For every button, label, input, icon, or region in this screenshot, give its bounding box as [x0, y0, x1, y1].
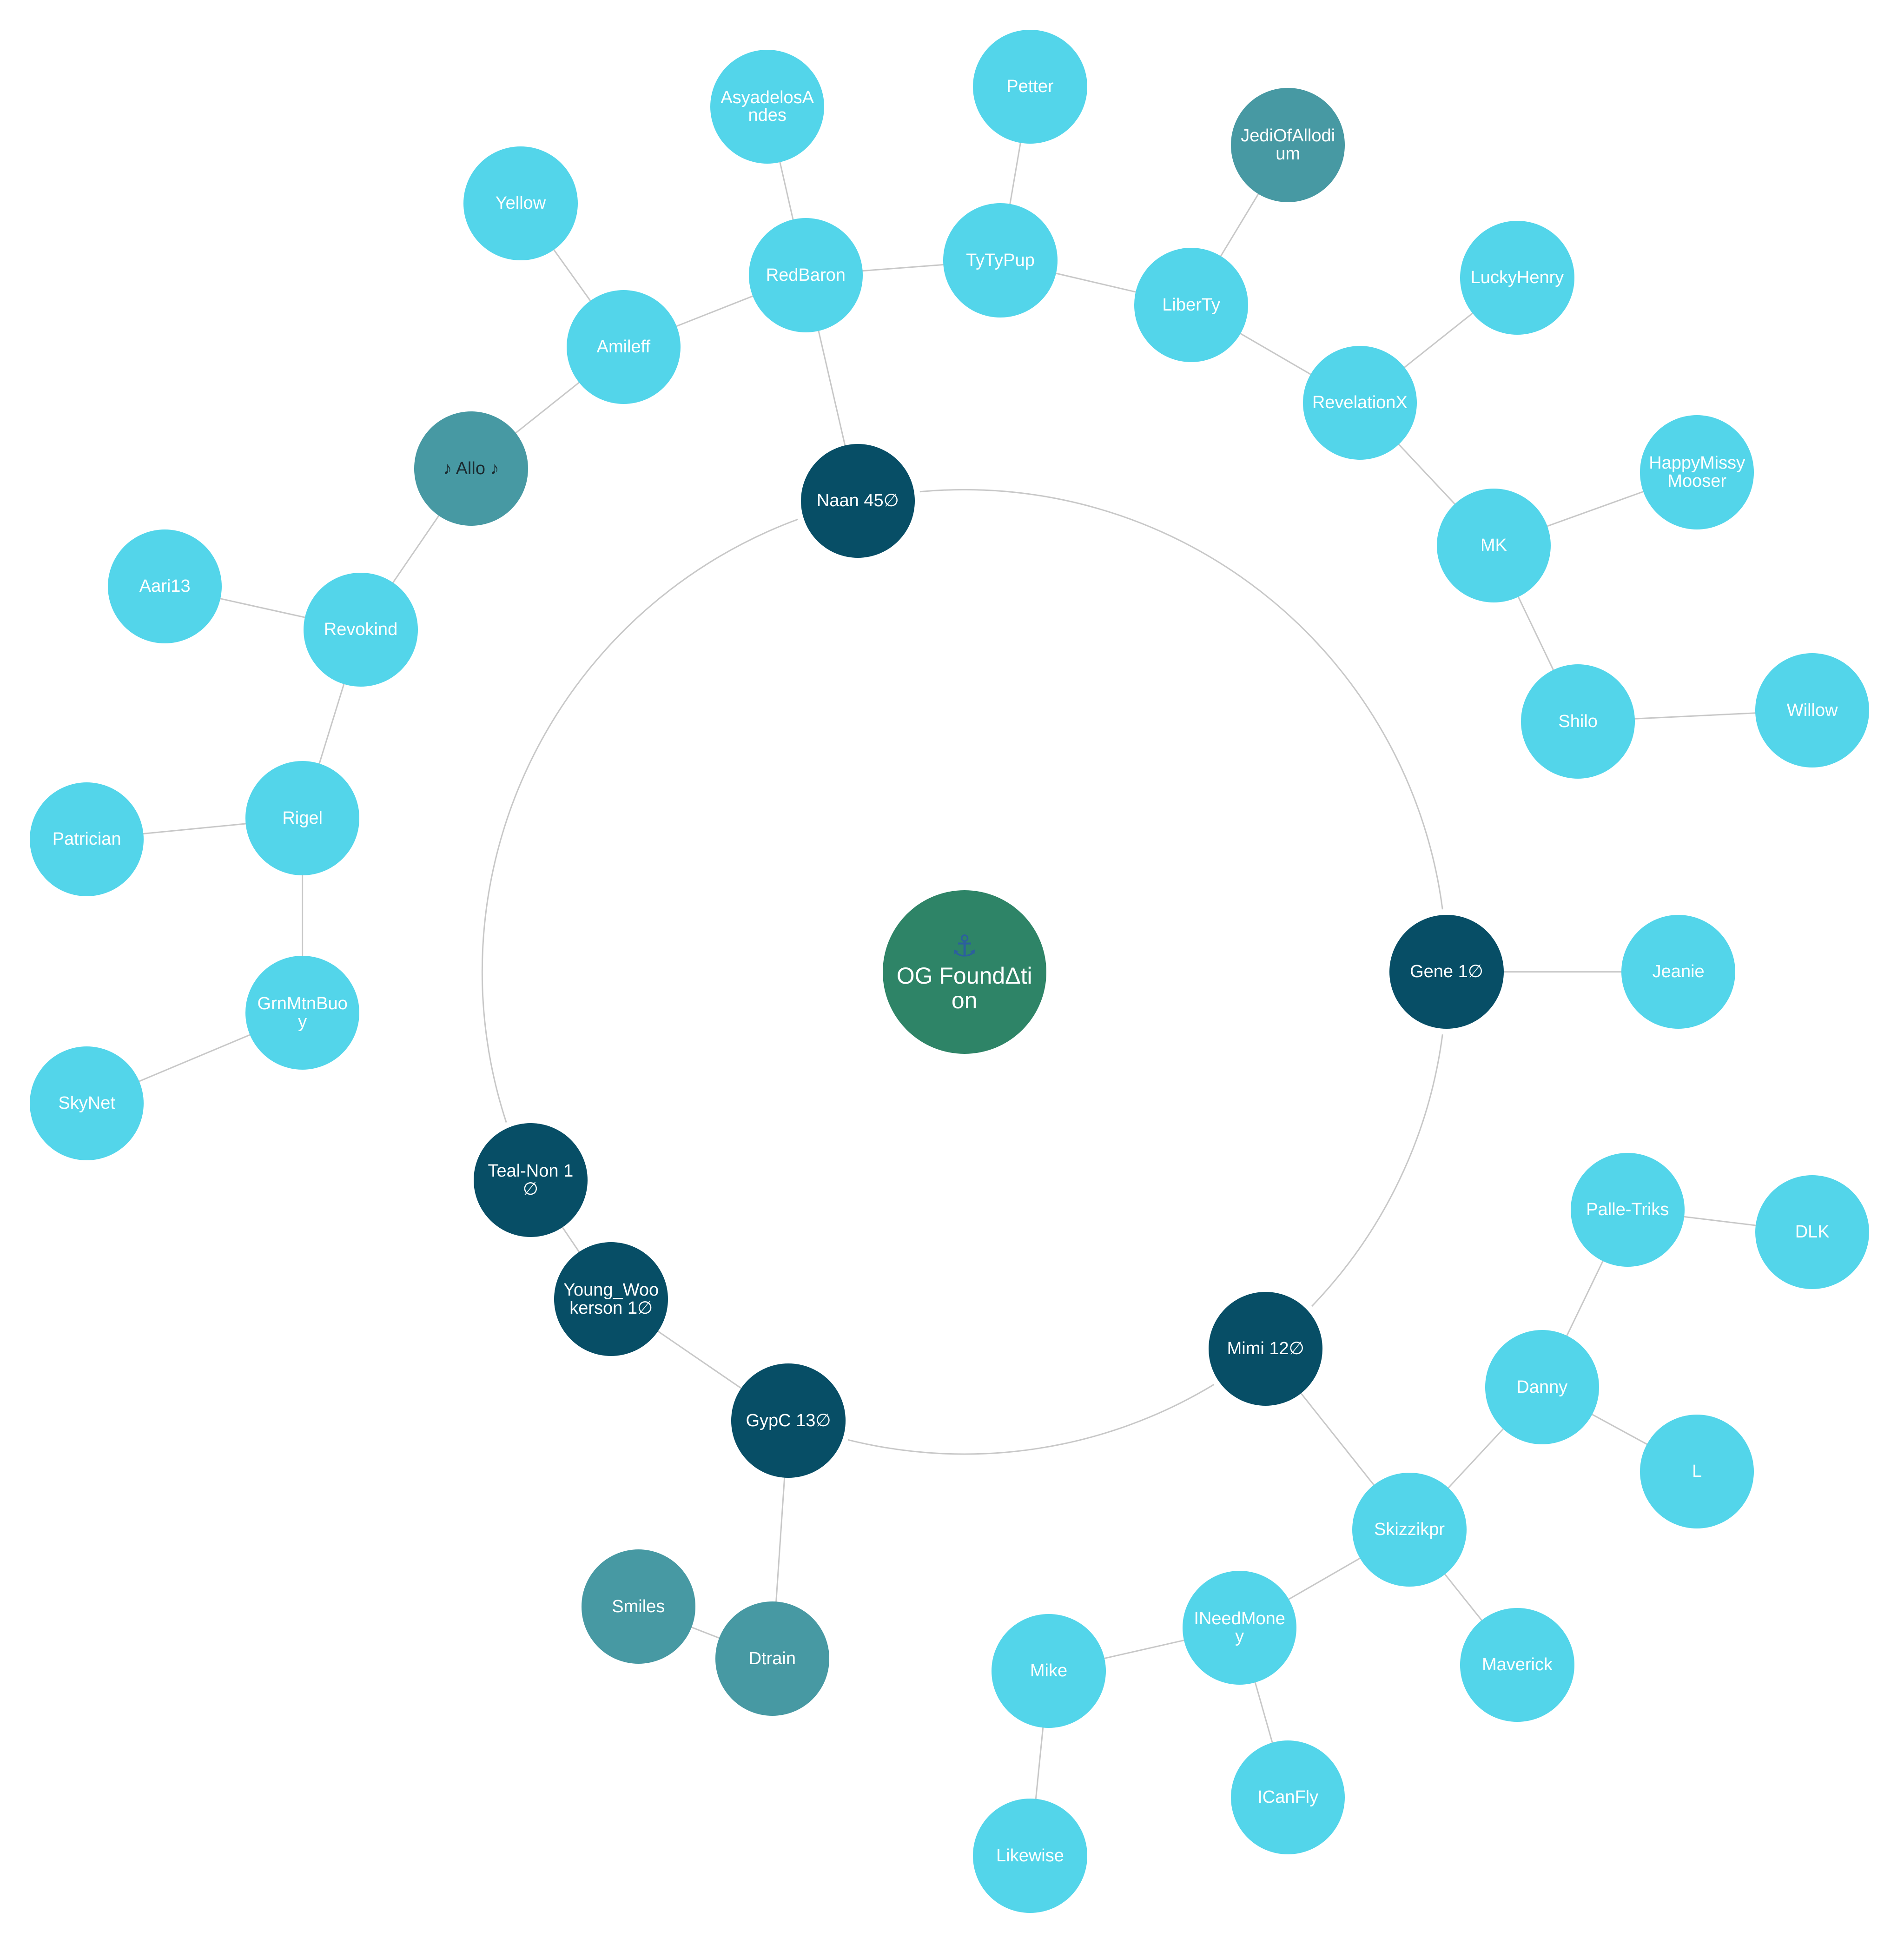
node-liberty-label: LiberTy: [1162, 295, 1220, 315]
node-dlk-label: DLK: [1795, 1222, 1830, 1242]
node-asyadelos[interactable]: AsyadelosAndes: [710, 49, 825, 164]
node-jedi[interactable]: JediOfAllodium: [1231, 88, 1345, 202]
node-allo-label: ♪ Allo ♪: [443, 458, 499, 478]
node-mk-label: MK: [1480, 535, 1507, 555]
node-liberty[interactable]: LiberTy: [1134, 248, 1249, 362]
node-allo[interactable]: ♪ Allo ♪: [414, 411, 528, 526]
node-maverick[interactable]: Maverick: [1460, 1608, 1574, 1722]
node-yellow[interactable]: Yellow: [463, 146, 578, 260]
node-mimi[interactable]: Mimi 12∅: [1209, 1291, 1323, 1406]
node-likewise-label: Likewise: [996, 1846, 1064, 1866]
node-icanfly-label: ICanFly: [1257, 1787, 1319, 1807]
node-grnmtn-label: GrnMtnBuoy: [257, 993, 348, 1032]
node-rigel[interactable]: Rigel: [245, 761, 360, 875]
node-jeanie-label: Jeanie: [1652, 962, 1705, 982]
node-smiles-label: Smiles: [612, 1596, 665, 1616]
node-revelationx-label: RevelationX: [1312, 393, 1408, 413]
node-revokind[interactable]: Revokind: [304, 573, 418, 687]
node-danny[interactable]: Danny: [1485, 1330, 1599, 1444]
node-ineedmoney-label: INeedMoney: [1194, 1608, 1285, 1647]
anchor-icon: ⚓: [951, 929, 978, 963]
node-mike-label: Mike: [1030, 1661, 1068, 1681]
node-tytypup-label: TyTyPup: [966, 250, 1035, 270]
node-yellow-label: Yellow: [495, 193, 546, 213]
node-willow[interactable]: Willow: [1755, 653, 1870, 767]
node-redbaron-label: RedBaron: [766, 265, 846, 285]
node-young-label: Young_Wookerson 1∅: [563, 1280, 659, 1318]
ring-arc-mimi-gypc: [847, 1383, 1215, 1455]
node-revelationx[interactable]: RevelationX: [1302, 346, 1417, 460]
node-redbaron[interactable]: RedBaron: [748, 218, 863, 332]
node-palle[interactable]: Palle-Triks: [1570, 1153, 1685, 1267]
node-luckyhenry-label: LuckyHenry: [1470, 267, 1564, 287]
node-teal[interactable]: Teal-Non 1∅: [473, 1123, 588, 1237]
node-young[interactable]: Young_Wookerson 1∅: [554, 1242, 668, 1356]
node-shilo-label: Shilo: [1558, 711, 1598, 731]
node-aari13[interactable]: Aari13: [108, 529, 222, 643]
node-mk[interactable]: MK: [1436, 488, 1551, 602]
node-smiles[interactable]: Smiles: [581, 1549, 695, 1664]
node-patrician[interactable]: Patrician: [30, 782, 144, 896]
node-likewise[interactable]: Likewise: [973, 1799, 1087, 1913]
node-tytypup[interactable]: TyTyPup: [943, 203, 1058, 318]
node-l-label: L: [1692, 1461, 1702, 1481]
node-amileff[interactable]: Amileff: [566, 290, 681, 404]
node-petter-label: Petter: [1006, 77, 1054, 97]
node-jedi-label: JediOfAllodium: [1241, 126, 1335, 164]
node-petter[interactable]: Petter: [973, 30, 1087, 144]
node-palle-label: Palle-Triks: [1586, 1200, 1669, 1220]
node-skizzikpr-label: Skizzikpr: [1374, 1520, 1445, 1540]
ring-arc-naan-gene: [919, 489, 1443, 910]
node-dtrain-label: Dtrain: [748, 1648, 796, 1668]
node-ineedmoney[interactable]: INeedMoney: [1183, 1570, 1297, 1685]
node-rigel-label: Rigel: [282, 808, 323, 828]
node-happymissy-label: HappyMissyMooser: [1649, 453, 1745, 491]
node-luckyhenry[interactable]: LuckyHenry: [1460, 220, 1574, 335]
node-l[interactable]: L: [1640, 1414, 1754, 1528]
ring-arc-gene-mimi: [1311, 1034, 1443, 1307]
node-naan-label: Naan 45∅: [816, 490, 899, 510]
center-node[interactable]: ⚓ OG FoundΔtion: [882, 890, 1046, 1054]
node-aari13-label: Aari13: [139, 576, 191, 596]
node-patrician-label: Patrician: [52, 829, 121, 849]
node-revokind-label: Revokind: [324, 620, 398, 640]
node-gypc-label: GypC 13∅: [746, 1410, 831, 1430]
node-icanfly[interactable]: ICanFly: [1231, 1740, 1345, 1855]
node-skynet-label: SkyNet: [58, 1093, 115, 1113]
node-skynet[interactable]: SkyNet: [30, 1046, 144, 1160]
node-danny-label: Danny: [1516, 1377, 1568, 1397]
node-asyadelos-label: AsyadelosAndes: [721, 87, 814, 126]
node-gene[interactable]: Gene 1∅: [1389, 915, 1504, 1029]
node-teal-label: Teal-Non 1∅: [488, 1161, 574, 1199]
node-naan[interactable]: Naan 45∅: [800, 443, 915, 558]
ring-arc-teal-naan: [481, 518, 798, 1123]
node-mike[interactable]: Mike: [992, 1614, 1106, 1728]
node-gypc[interactable]: GypC 13∅: [731, 1363, 846, 1478]
node-dlk[interactable]: DLK: [1755, 1175, 1870, 1290]
node-grnmtn[interactable]: GrnMtnBuoy: [245, 956, 360, 1070]
node-willow-label: Willow: [1786, 700, 1838, 720]
node-maverick-label: Maverick: [1481, 1654, 1553, 1674]
node-amileff-label: Amileff: [596, 337, 651, 357]
node-gene-label: Gene 1∅: [1410, 962, 1483, 982]
node-skizzikpr[interactable]: Skizzikpr: [1352, 1473, 1467, 1587]
node-happymissy[interactable]: HappyMissyMooser: [1640, 415, 1754, 529]
node-shilo[interactable]: Shilo: [1521, 664, 1635, 779]
node-dtrain[interactable]: Dtrain: [715, 1601, 829, 1716]
node-mimi-label: Mimi 12∅: [1227, 1338, 1304, 1358]
node-jeanie[interactable]: Jeanie: [1621, 915, 1736, 1029]
center-node-label: OG FoundΔtion: [896, 963, 1032, 1013]
